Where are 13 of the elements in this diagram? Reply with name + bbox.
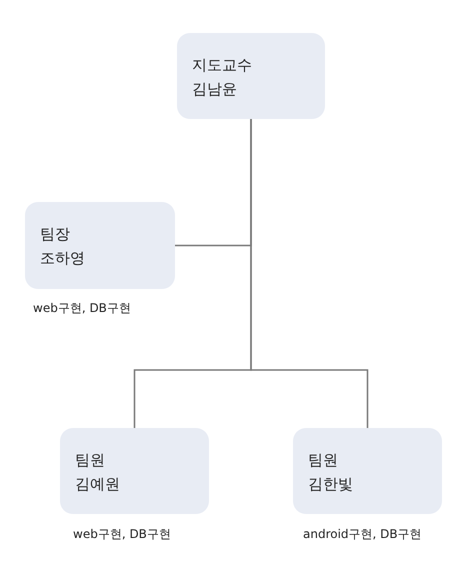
task-note: android구현, DB구현 (303, 526, 422, 543)
role-text: 팀장 (40, 224, 71, 245)
person-name: 조하영 (40, 248, 86, 269)
person-name: 김한빛 (308, 474, 354, 495)
task-note: web구현, DB구현 (73, 526, 171, 543)
person-box (177, 33, 325, 119)
role-text: 팀원 (75, 450, 106, 471)
connector-line (250, 119, 368, 428)
person-name: 김남윤 (192, 79, 238, 100)
role-text: 지도교수 (192, 55, 253, 76)
role-text: 팀원 (308, 450, 339, 471)
person-name: 김예원 (75, 474, 121, 495)
task-note: web구현, DB구현 (33, 300, 131, 317)
